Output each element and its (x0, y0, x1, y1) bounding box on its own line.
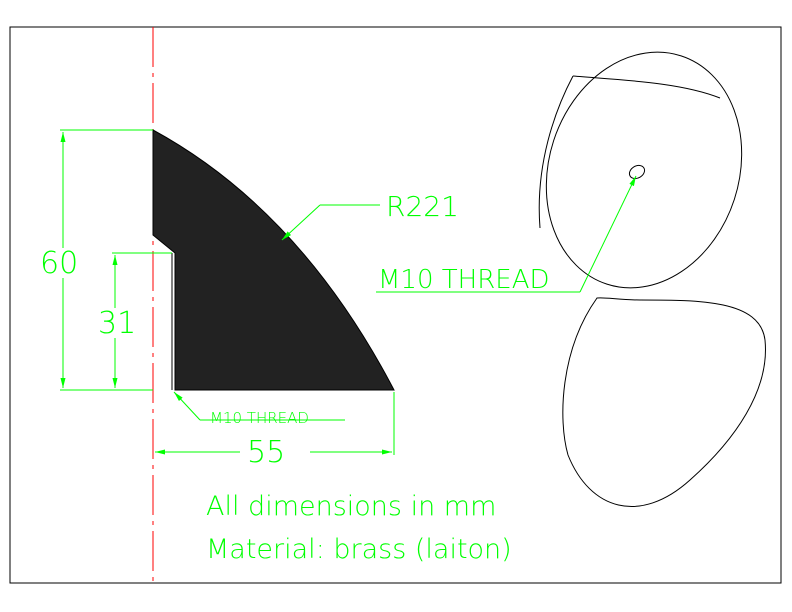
radius-leader (281, 204, 380, 241)
note-dimensions: All dimensions in mm (206, 491, 496, 522)
section-thread-leader (173, 391, 345, 421)
isometric-view-bottom (562, 297, 766, 507)
isometric-view-top (538, 51, 743, 289)
dimension-31-label: 31 (98, 306, 136, 341)
dimension-55-label: 55 (247, 435, 285, 470)
note-material: Material: brass (laiton) (206, 534, 512, 565)
drawing-border (9, 26, 782, 584)
section-thread-label: M10 THREAD (210, 409, 309, 427)
radius-label: R221 (386, 190, 459, 223)
view-thread-leader (376, 175, 637, 293)
dimension-60-label: 60 (40, 246, 78, 281)
view-thread-label: M10 THREAD (378, 265, 550, 295)
section-profile (152, 129, 395, 391)
